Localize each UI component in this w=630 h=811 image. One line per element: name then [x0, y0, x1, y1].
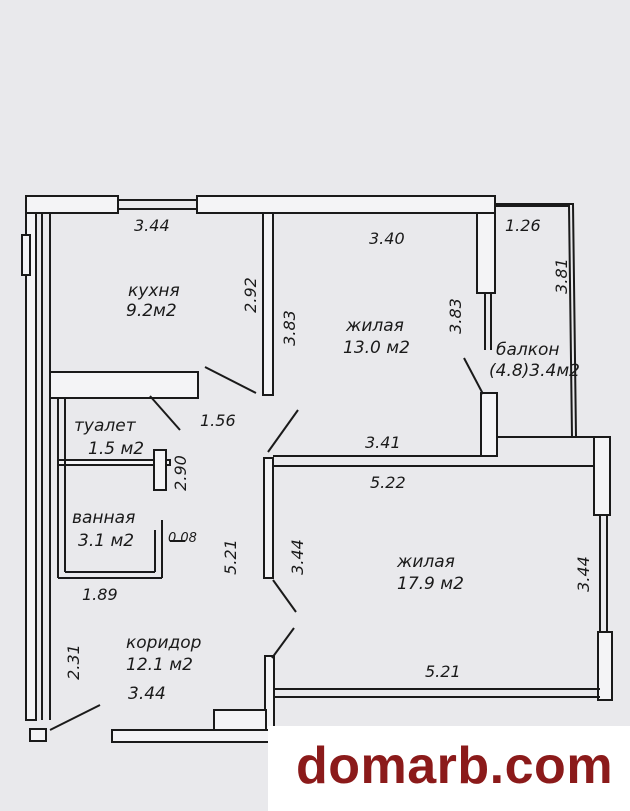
dim-corridor-width: 3.44 [287, 539, 307, 575]
dim-kitchen-top: 3.44 [134, 216, 170, 235]
dim-corridor-len: 5.21 [220, 539, 240, 575]
dim-toilet-width: 1.56 [200, 411, 236, 430]
room-name-living1: жилая [346, 316, 404, 336]
dim-living1-left: 3.83 [279, 310, 299, 346]
wall-kitchen-living [262, 212, 274, 396]
dim-living2-bottom: 5.21 [425, 662, 461, 681]
room-area-kitchen: 9.2м2 [126, 301, 177, 321]
watermark-text: domarb.com [296, 737, 614, 795]
room-name-corridor: коридор [126, 633, 202, 653]
dim-living1-bottom: 3.41 [365, 433, 401, 452]
dim-corridor-side: 2.31 [63, 644, 83, 680]
room-name-balcony: балкон [496, 340, 560, 360]
wall-kitchen-bottom [49, 371, 199, 399]
wall-top-left [25, 195, 119, 214]
wall-living2-right-lower [597, 631, 613, 701]
wall-bottom-step [213, 709, 267, 731]
wall-bath-corner [153, 449, 167, 491]
dim-kitchen-side: 2.92 [240, 277, 260, 313]
dim-bath-bottom: 1.89 [82, 585, 118, 604]
room-area-living2: 17.9 м2 [397, 574, 464, 594]
room-name-kitchen: кухня [128, 281, 180, 301]
wall-left [25, 212, 37, 721]
watermark-banner: domarb.com [268, 726, 630, 811]
wall-bottom-left [29, 728, 47, 742]
dim-living1-top: 3.40 [369, 229, 405, 248]
room-name-toilet: туалет [74, 416, 136, 436]
room-area-toilet: 1.5 м2 [88, 439, 145, 459]
room-area-corridor: 12.1 м2 [126, 655, 193, 675]
wall-living2-right [593, 436, 611, 516]
room-name-bathroom: ванная [72, 508, 136, 528]
room-name-living2: жилая [397, 552, 455, 572]
wall-corridor-upper [263, 457, 274, 579]
room-area-living1: 13.0 м2 [343, 338, 410, 358]
room-area-bathroom: 3.1 м2 [78, 531, 135, 551]
dim-balcony-side: 3.81 [551, 258, 571, 294]
dim-living2-top: 5.22 [370, 473, 406, 492]
dim-corridor-bottom: 3.44 [128, 684, 166, 704]
dim-bath-height: 2.90 [170, 455, 190, 491]
wall-living1-right [476, 212, 496, 294]
wall-living-stub [480, 392, 498, 457]
dim-living1-right: 3.83 [445, 298, 465, 334]
wall-left-notch [21, 234, 31, 276]
dim-bath-small: 0.08 [168, 531, 197, 546]
dim-balcony-top: 1.26 [505, 216, 541, 235]
wall-bottom [111, 729, 271, 743]
wall-top-right [196, 195, 496, 214]
dim-living2-right: 3.44 [573, 556, 593, 592]
room-area-balcony: (4.8)3.4м2 [489, 361, 580, 381]
